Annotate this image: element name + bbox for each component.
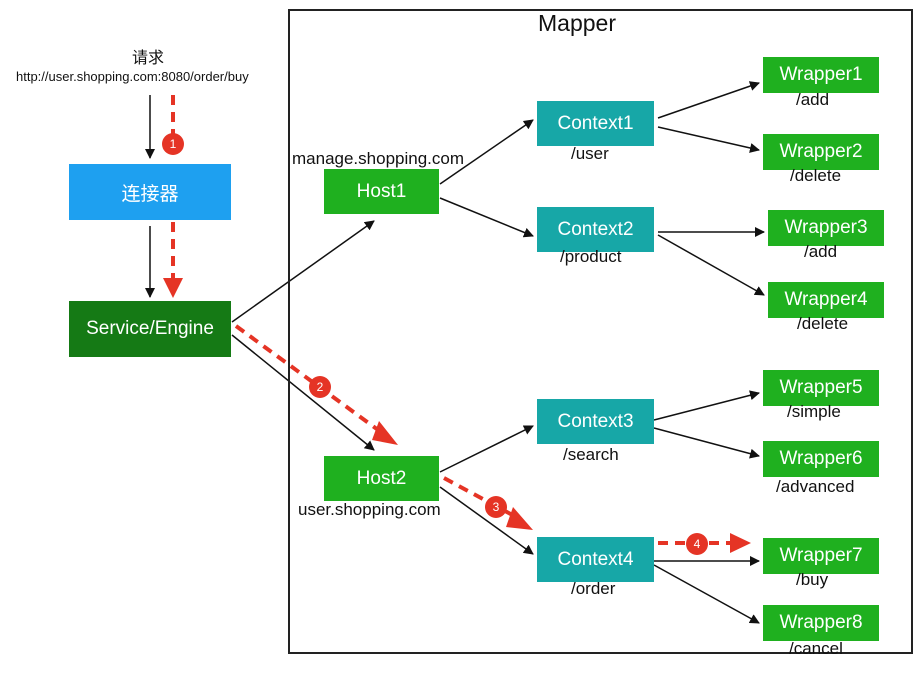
request-label: 请求 <box>132 50 165 67</box>
wrapper8-path: /cancel <box>789 639 843 658</box>
context4-box: Context4 <box>537 537 654 582</box>
wrapper3-box: Wrapper3 <box>768 210 884 246</box>
host1-domain: manage.shopping.com <box>292 149 465 168</box>
wrapper1-path: /add <box>796 90 830 109</box>
context1-path: /user <box>571 144 609 163</box>
arrow-host2-to-context4 <box>439 486 534 555</box>
request-path-arrowhead-1 <box>163 278 183 298</box>
arrow-context3-to-wrapper6 <box>653 427 760 459</box>
request-path-arrowhead-3 <box>506 507 533 530</box>
wrapper1-box: Wrapper1 <box>763 57 879 93</box>
wrapper5-box: Wrapper5 <box>763 370 879 406</box>
wrapper3-path: /add <box>804 242 838 261</box>
host1-box: Host1 <box>324 169 439 214</box>
arrow-context1-to-wrapper2 <box>657 126 760 153</box>
request-path-arrowhead-2 <box>372 421 398 445</box>
context2-path: /product <box>560 247 622 266</box>
arrow-engine-to-host1 <box>231 220 375 323</box>
context2-box: Context2 <box>537 207 654 252</box>
context3-box: Context3 <box>537 399 654 444</box>
context3-path: /search <box>563 445 619 464</box>
arrow-context3-to-wrapper5 <box>653 390 760 421</box>
request-path-arrowhead-4 <box>730 533 751 553</box>
host2-domain: user.shopping.com <box>298 500 441 519</box>
arrow-host2-to-context3 <box>439 425 534 473</box>
wrapper2-box: Wrapper2 <box>763 134 879 170</box>
mapper-title: Mapper <box>538 10 616 36</box>
request-url: http://user.shopping.com:8080/order/buy <box>16 69 249 84</box>
connector-box: 连接器 <box>69 164 231 220</box>
host2-box: Host2 <box>324 456 439 501</box>
wrapper4-path: /delete <box>797 314 849 333</box>
engine-box: Service/Engine <box>69 301 231 357</box>
wrapper6-path: /advanced <box>776 477 855 496</box>
arrow-host1-to-context2 <box>439 197 534 238</box>
arrow-host1-to-context1 <box>439 119 534 185</box>
wrapper7-box: Wrapper7 <box>763 538 879 574</box>
step-4-badge: 4 <box>686 533 708 555</box>
wrapper2-path: /delete <box>790 166 842 185</box>
wrapper8-box: Wrapper8 <box>763 605 879 641</box>
wrapper7-path: /buy <box>796 570 829 589</box>
step-2-badge: 2 <box>309 376 331 398</box>
mapper-frame <box>288 9 913 654</box>
wrapper4-box: Wrapper4 <box>768 282 884 318</box>
wrapper5-path: /simple <box>787 402 841 421</box>
arrow-context1-to-wrapper1 <box>657 81 760 119</box>
arrow-context4-to-wrapper8 <box>653 564 760 624</box>
step-3-badge: 3 <box>485 496 507 518</box>
arrow-engine-to-host2 <box>231 334 375 451</box>
context4-path: /order <box>571 579 616 598</box>
context1-box: Context1 <box>537 101 654 146</box>
step-1-badge: 1 <box>162 133 184 155</box>
wrapper6-box: Wrapper6 <box>763 441 879 477</box>
arrow-context2-to-wrapper4 <box>657 234 765 296</box>
